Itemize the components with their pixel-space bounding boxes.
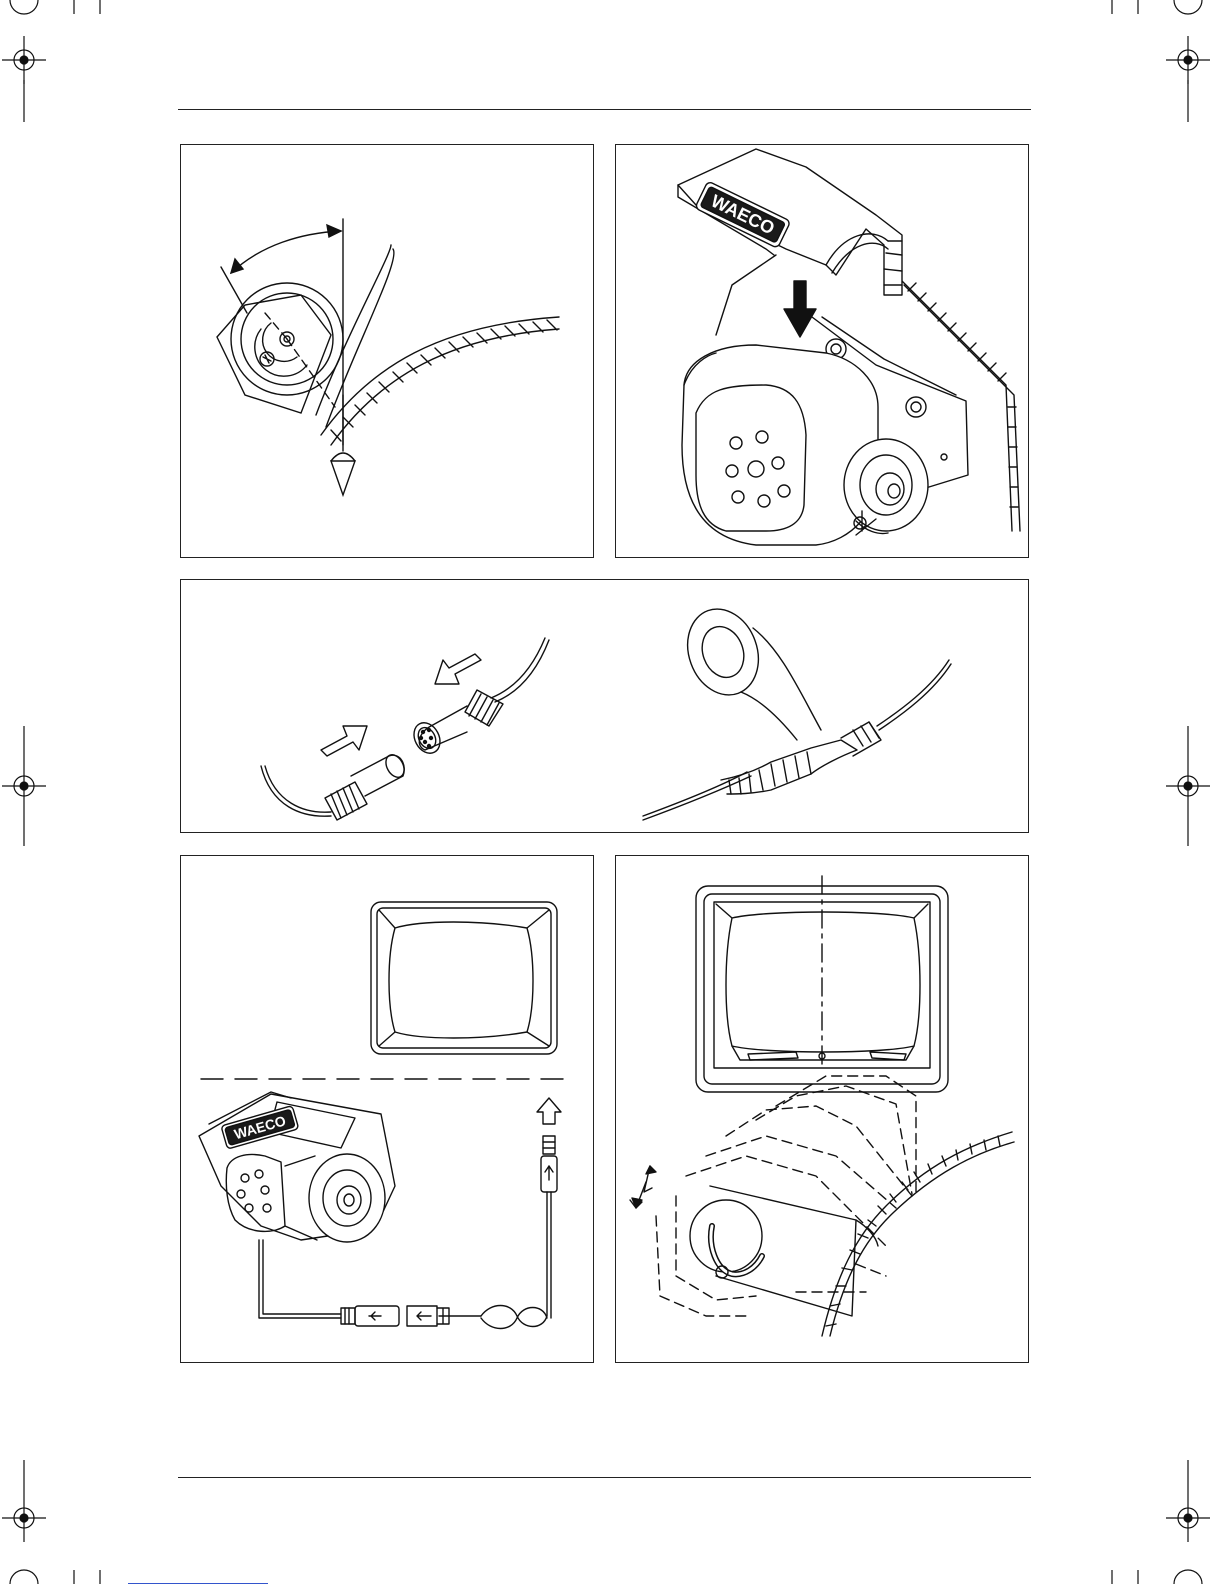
camera-cover-icon: WAECO bbox=[678, 149, 902, 295]
figure-adjust-view bbox=[615, 855, 1029, 1363]
registration-mark-icon bbox=[1166, 726, 1210, 846]
vehicle-wall-icon bbox=[822, 1132, 1014, 1336]
down-arrow-icon bbox=[784, 281, 816, 337]
registration-mark-icon bbox=[2, 36, 46, 84]
registration-mark-icon bbox=[2, 726, 46, 846]
insulation-tape-icon bbox=[643, 599, 951, 820]
footer-rule bbox=[178, 1477, 1031, 1478]
monitor-icon bbox=[371, 902, 557, 1054]
camera-icon: WAECO bbox=[199, 1092, 395, 1242]
registration-mark-icon bbox=[1166, 1460, 1210, 1542]
header-rule bbox=[178, 109, 1031, 110]
camera-body-icon bbox=[682, 345, 928, 545]
angle-arc-icon bbox=[221, 225, 341, 313]
plumb-bob-icon bbox=[331, 395, 355, 495]
figure-wiring: WAECO bbox=[180, 855, 594, 1363]
tilt-camera-icon bbox=[630, 1076, 916, 1316]
figure-connect-cable bbox=[180, 579, 1029, 833]
socket-icon bbox=[409, 638, 549, 758]
plug-icon bbox=[261, 752, 408, 820]
registration-mark-icon bbox=[2, 1460, 46, 1542]
up-arrow-icon bbox=[537, 1098, 561, 1124]
registration-mark-icon bbox=[1166, 36, 1210, 84]
insert-arrow-icon bbox=[321, 654, 481, 756]
figure-attach-cover: WAECO bbox=[615, 144, 1029, 558]
vehicle-wall-icon bbox=[316, 245, 559, 445]
figure-mount-angle bbox=[180, 144, 594, 558]
